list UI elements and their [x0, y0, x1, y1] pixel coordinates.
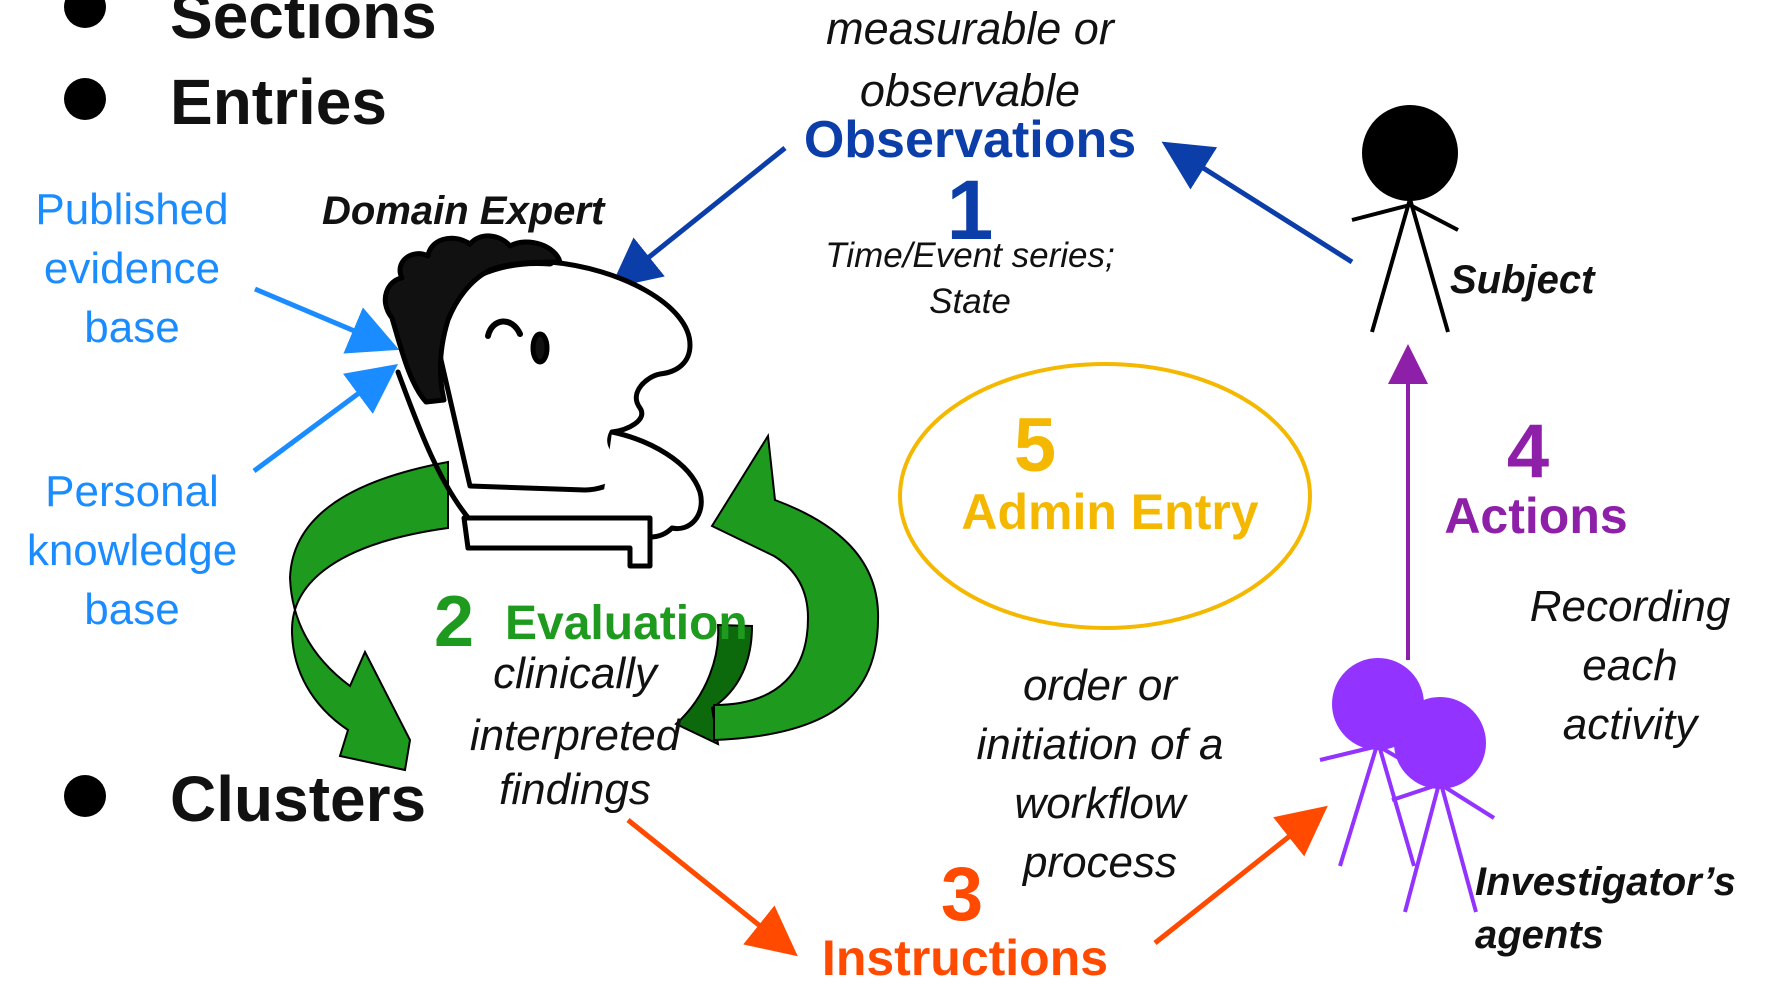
instructions-detail-line1: order or [1022, 661, 1178, 710]
subject-figure [1351, 105, 1459, 333]
instructions-detail-line2: initiation of a [976, 720, 1224, 769]
published-line1: Published [35, 185, 229, 234]
subject-label: Subject [1450, 258, 1595, 302]
agents-label-line1: Investigator’s [1475, 860, 1736, 904]
agents-label-line2: agents [1475, 913, 1604, 957]
observations-caption-line2: observable [859, 65, 1081, 116]
domain-expert-label: Domain Expert [322, 189, 605, 233]
actions-detail-line2: each [1582, 641, 1678, 690]
actions-title: Actions [1444, 488, 1628, 544]
arrow-personal-to-expert [252, 364, 399, 474]
admin-number: 5 [1013, 403, 1057, 488]
evaluation-number: 2 [434, 582, 475, 662]
bullet-entries: Entries [170, 66, 387, 138]
arrow-observations-to-expert [610, 146, 787, 289]
instructions-detail-line4: process [1022, 838, 1178, 887]
actions-detail-line1: Recording [1529, 582, 1731, 631]
bullet-sections: Sections [170, 0, 437, 52]
personal-line3: base [84, 585, 180, 634]
arrow-subject-to-observations [1161, 141, 1354, 265]
observations-number: 1 [946, 163, 994, 257]
published-line3: base [84, 303, 180, 352]
instructions-title: Instructions [821, 930, 1109, 986]
actions-detail-line3: activity [1562, 700, 1698, 749]
evaluation-detail-line3: findings [499, 765, 651, 814]
published-line2: evidence [43, 244, 221, 293]
bullet-dot-entries [64, 78, 106, 120]
actions-number: 4 [1506, 409, 1550, 494]
arrow-instructions-to-agents [1153, 805, 1328, 945]
personal-line2: knowledge [26, 526, 238, 575]
bullet-dot-clusters [64, 775, 106, 817]
instructions-number: 3 [940, 852, 984, 937]
arrow-published-to-expert [254, 286, 400, 354]
evaluation-cycle-arrows [288, 433, 880, 772]
arrow-evaluation-to-instructions [626, 818, 798, 957]
bullet-clusters: Clusters [170, 763, 427, 835]
observations-detail-line1: Time/Event series; [825, 236, 1115, 275]
observations-detail-line2: State [929, 282, 1011, 321]
admin-title: Admin Entry [961, 484, 1259, 540]
admin-entry-ellipse [898, 362, 1312, 630]
evaluation-detail-line1: clinically [493, 649, 657, 698]
observations-title: Observations [803, 111, 1137, 169]
observations-caption-line1: measurable or [826, 3, 1114, 54]
personal-line1: Personal [45, 467, 219, 516]
investigator-agents-figure [1319, 658, 1496, 913]
evaluation-detail-line2: interpreted [469, 711, 681, 760]
evaluation-title: Evaluation [505, 597, 748, 650]
domain-expert-figure [382, 233, 704, 569]
instructions-detail-line3: workflow [1014, 779, 1186, 828]
